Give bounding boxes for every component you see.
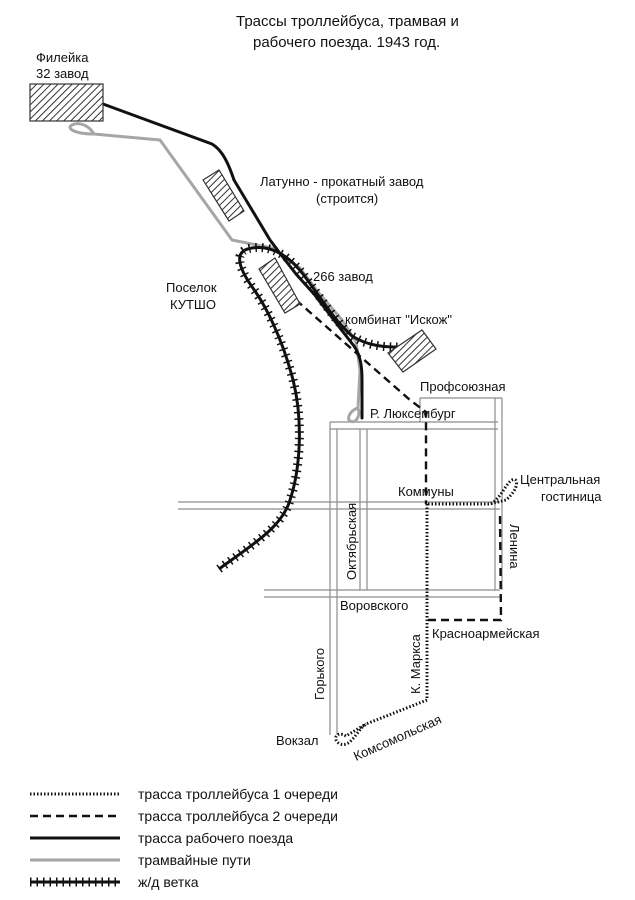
legend-trolley2-label: трасса троллейбуса 2 очереди (138, 808, 338, 824)
latunno-factory-block (202, 169, 245, 222)
label-poselok: Поселок (166, 280, 217, 295)
map-title-line1: Трассы троллейбуса, трамвая и (236, 13, 459, 30)
label-gorkogo-street: Горького (312, 648, 327, 700)
tram-loop-south (347, 406, 361, 424)
label-latunno-factory: Латунно - прокатный завод (260, 174, 424, 189)
trolleybus-route-stage1 (334, 478, 518, 747)
label-fileyka: Филейка (36, 50, 89, 65)
trolleybus-route-stage2 (295, 299, 503, 622)
work-train-route (101, 102, 364, 420)
label-profsoyuznaya-street: Профсоюзная (420, 379, 506, 394)
label-under-construction: (строится) (316, 191, 378, 206)
label-krasnoarmeyskaya-street: Красноармейская (432, 626, 540, 641)
label-kmarksa-street: К. Маркса (408, 633, 423, 694)
label-vokzal: Вокзал (276, 733, 319, 748)
label-komsomolskaya-street: Комсомольская (351, 712, 444, 764)
label-zavod-32: 32 завод (36, 66, 89, 81)
railway-line (218, 246, 399, 571)
factory-266-block (258, 257, 301, 314)
label-zavod-266: 266 завод (313, 269, 373, 284)
label-kutsho: КУТШО (170, 297, 216, 312)
label-iskozh-combine: комбинат "Искож" (345, 312, 452, 327)
tram-loop-north (68, 122, 96, 136)
label-luxemburg-street: Р. Люксембург (370, 406, 456, 421)
legend-trolley1-label: трасса троллейбуса 1 очереди (138, 786, 338, 802)
label-oktyabrskaya-street: Октябрьская (344, 503, 359, 580)
label-vorovskogo-street: Воровского (340, 598, 408, 613)
label-hotel-line2: гостиница (541, 489, 602, 504)
legend-worktrain-label: трасса рабочего поезда (138, 830, 293, 846)
label-kommuny-street: Коммуны (398, 484, 454, 499)
legend: трасса троллейбуса 1 очереди трасса трол… (30, 786, 338, 890)
street-grid (178, 397, 503, 735)
legend-tram-label: трамвайные пути (138, 852, 251, 868)
legend-rail-label: ж/д ветка (138, 874, 199, 890)
label-lenina-street: Ленина (507, 524, 522, 569)
railway-branch (216, 243, 399, 573)
label-hotel-line1: Центральная (520, 472, 600, 487)
factory-32-block (29, 83, 104, 122)
map-title-line2: рабочего поезда. 1943 год. (253, 34, 440, 51)
iskozh-factory-block (387, 329, 437, 373)
